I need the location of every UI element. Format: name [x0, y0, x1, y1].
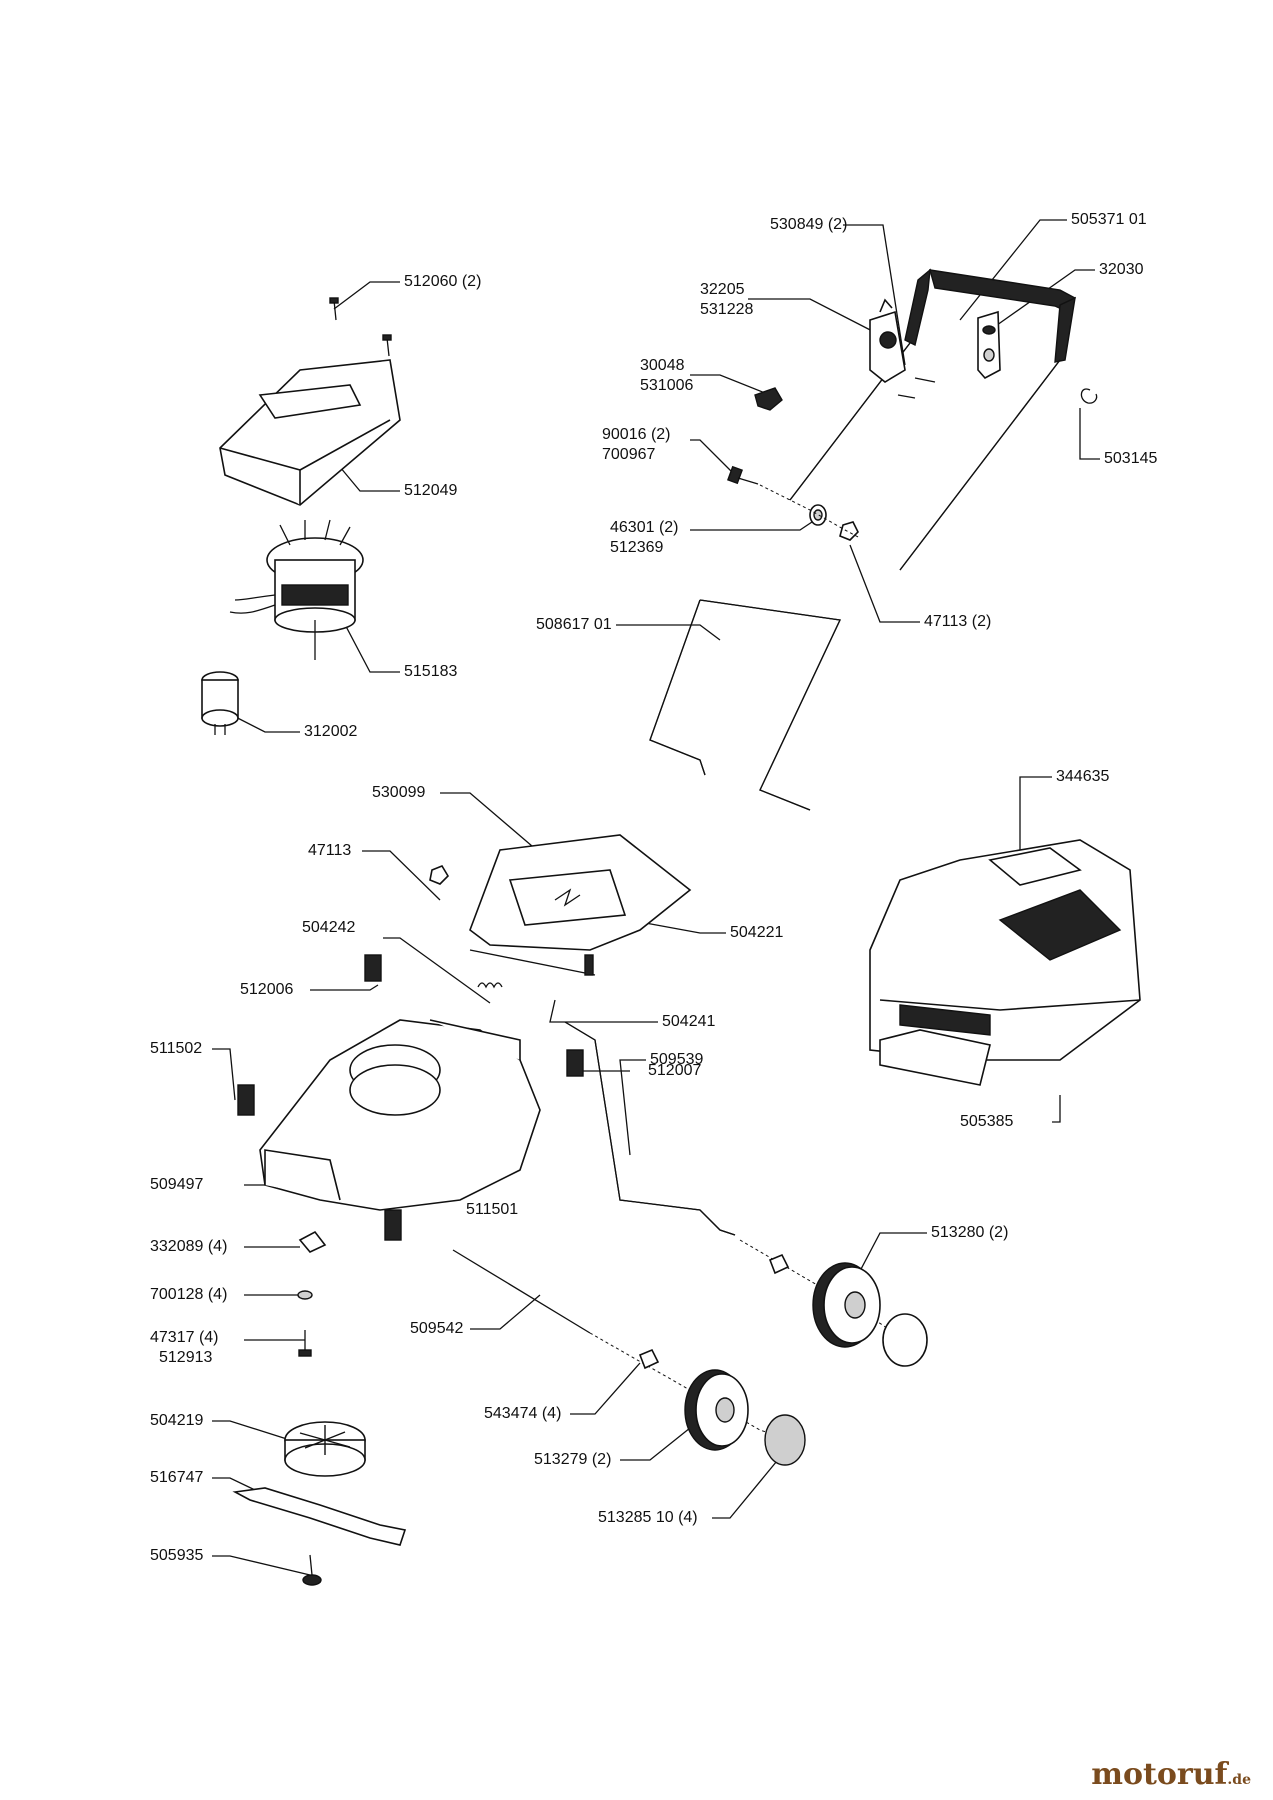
screws-512060 — [329, 297, 392, 357]
label-47317-line2: 512913 — [159, 1349, 213, 1366]
brand-suffix: .de — [1227, 1772, 1251, 1788]
label-543474: 543474 (4) — [484, 1405, 562, 1422]
label-504242: 504242 — [302, 919, 356, 936]
label-47317-line1: 47317 (4) — [150, 1329, 219, 1346]
handle-axis — [759, 484, 861, 539]
label-46301: 46301 (2) 512369 — [610, 518, 679, 558]
label-509539: 509539 — [650, 1051, 704, 1068]
screws-530849 — [897, 377, 936, 399]
knob-30048 — [754, 387, 783, 411]
label-90016-line1: 90016 (2) — [602, 426, 671, 443]
label-90016: 90016 (2) 700967 — [602, 425, 671, 465]
label-504221: 504221 — [730, 924, 784, 941]
label-505371-01: 505371 01 — [1071, 211, 1147, 228]
label-508617-01: 508617 01 — [536, 616, 612, 633]
label-505385: 505385 — [960, 1113, 1014, 1130]
label-312002: 312002 — [304, 723, 358, 740]
switch-32030 — [977, 310, 1001, 380]
label-515183: 515183 — [404, 663, 458, 680]
label-504219: 504219 — [150, 1412, 204, 1429]
motor-515183 — [229, 519, 364, 660]
label-47113: 47113 — [308, 842, 352, 859]
label-509497: 509497 — [150, 1176, 204, 1193]
label-513285-10: 513285 10 (4) — [598, 1509, 698, 1526]
deck-509497 — [259, 1019, 541, 1211]
label-530099: 530099 — [372, 784, 426, 801]
nut-47113 — [429, 865, 450, 885]
lower-handle-508617 — [649, 599, 841, 811]
label-512060: 512060 (2) — [404, 273, 482, 290]
label-32205-line2: 531228 — [700, 301, 754, 318]
capacitor-312002 — [201, 671, 239, 735]
clips-512006-511502-512007-511501 — [237, 954, 584, 1241]
label-516747: 516747 — [150, 1469, 204, 1486]
label-511502: 511502 — [150, 1040, 203, 1057]
label-512006: 512006 — [240, 981, 294, 998]
label-700128: 700128 (4) — [150, 1286, 228, 1303]
washer-46301 — [809, 504, 827, 526]
axle-509539 — [564, 1021, 736, 1236]
label-30048-line2: 531006 — [640, 377, 694, 394]
label-513279: 513279 (2) — [534, 1451, 612, 1468]
bolt-47317 — [298, 1330, 312, 1357]
label-511501: 511501 — [466, 1201, 519, 1218]
brand-name: motoruf — [1091, 1757, 1228, 1792]
fan-504219 — [284, 1421, 366, 1477]
label-512049: 512049 — [404, 482, 458, 499]
rear-flap-504221 — [469, 834, 692, 976]
motor-cover-512049 — [219, 359, 401, 506]
label-332089: 332089 (4) — [150, 1238, 228, 1255]
label-513280: 513280 (2) — [931, 1224, 1009, 1241]
label-512007: 512007 — [648, 1062, 702, 1079]
label-30048: 30048 531006 — [640, 356, 693, 396]
label-505935: 505935 — [150, 1547, 204, 1564]
clip-503145 — [1080, 388, 1098, 404]
label-46301-line1: 46301 (2) — [610, 519, 679, 536]
label-47113-2: 47113 (2) — [924, 613, 992, 630]
switch-box-32205 — [869, 298, 906, 383]
upper-handle-505371 — [789, 268, 1076, 571]
label-32205: 32205 531228 — [700, 280, 753, 320]
blade-516747 — [232, 1487, 407, 1546]
label-90016-line2: 700967 — [602, 446, 656, 463]
plate-332089 — [298, 1230, 327, 1253]
label-344635: 344635 — [1056, 768, 1110, 785]
label-30048-line1: 30048 — [640, 357, 685, 374]
front-wheel-513279 — [684, 1369, 806, 1466]
grass-catcher-344635 — [869, 839, 1141, 1086]
nut-47113-handle — [839, 521, 859, 541]
label-47317: 47317 (4) 512913 — [150, 1328, 219, 1368]
bolt-90016 — [727, 465, 759, 485]
label-509542: 509542 — [410, 1320, 464, 1337]
spring-504242 — [477, 982, 503, 989]
label-46301-line2: 512369 — [610, 539, 664, 556]
bracket-543474 — [638, 1253, 790, 1370]
axle-509542 — [452, 1249, 591, 1334]
label-503145: 503145 — [1104, 450, 1158, 467]
bolt-505935 — [302, 1554, 322, 1586]
label-32205-line1: 32205 — [700, 281, 745, 298]
label-32030: 32030 — [1099, 261, 1144, 278]
rear-wheel-513280 — [812, 1262, 928, 1367]
label-504241: 504241 — [662, 1013, 716, 1030]
label-530849: 530849 (2) — [770, 216, 848, 233]
washer-700128 — [297, 1290, 313, 1300]
brand-logo: motoruf.de — [1091, 1757, 1251, 1792]
